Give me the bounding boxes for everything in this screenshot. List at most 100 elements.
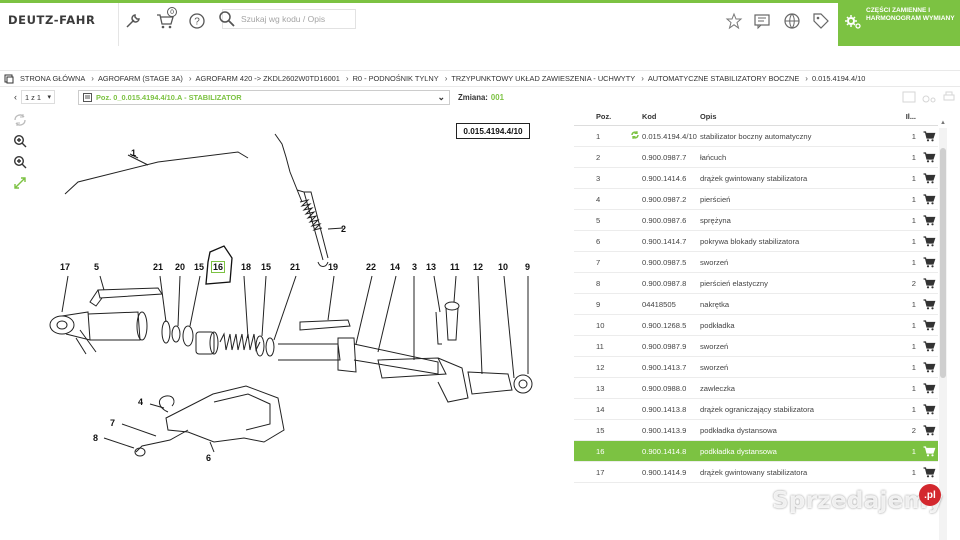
scroll-up-icon[interactable]: ▲	[940, 120, 946, 126]
tag-icon[interactable]	[810, 9, 832, 33]
breadcrumb-subgroup[interactable]: TRZYPUNKTOWY UKŁAD ZAWIESZENIA - UCHWYTY	[451, 74, 636, 83]
callout-1[interactable]: 1	[131, 148, 137, 158]
callout-16-highlighted[interactable]: 16	[211, 261, 226, 273]
callout-15b[interactable]: 15	[261, 262, 272, 272]
callout-11[interactable]: 11	[450, 262, 460, 272]
callout-6[interactable]: 6	[206, 453, 212, 463]
tractor-icon[interactable]	[922, 91, 936, 103]
add-to-cart-icon[interactable]	[920, 235, 938, 247]
message-icon[interactable]	[751, 9, 773, 33]
add-to-cart-icon[interactable]	[920, 403, 938, 415]
cell-opis: podkładka	[700, 320, 735, 330]
favorite-star-icon[interactable]	[723, 9, 745, 33]
callout-8[interactable]: 8	[93, 433, 99, 443]
chevron-left-icon[interactable]: ‹	[14, 92, 17, 102]
fit-screen-icon[interactable]	[12, 175, 28, 191]
col-kod[interactable]: Kod	[642, 112, 657, 121]
scroll-thumb[interactable]	[940, 148, 946, 378]
save-icon[interactable]	[902, 91, 916, 103]
callout-14[interactable]: 14	[390, 262, 401, 272]
callout-13[interactable]: 13	[426, 262, 437, 272]
cell-opis: drążek gwintowany stabilizatora	[700, 173, 808, 183]
page-dropdown[interactable]: 1 z 1 ▾	[21, 90, 55, 104]
wrench-icon[interactable]	[121, 9, 145, 33]
callout-15[interactable]: 15	[194, 262, 205, 272]
zoom-out-icon[interactable]	[12, 154, 28, 170]
cart-icon[interactable]: 0	[154, 7, 178, 33]
callout-10[interactable]: 10	[498, 262, 509, 272]
add-to-cart-icon[interactable]	[920, 214, 938, 226]
search-input[interactable]	[222, 9, 356, 29]
print-icon[interactable]	[942, 91, 956, 103]
add-to-cart-icon[interactable]	[920, 193, 938, 205]
add-to-cart-icon[interactable]	[920, 382, 938, 394]
breadcrumb-home[interactable]: STRONA GŁÓWNA	[20, 74, 86, 83]
add-to-cart-icon[interactable]	[920, 466, 938, 478]
callout-18[interactable]: 18	[241, 262, 252, 272]
col-pos[interactable]: Poz.	[596, 112, 612, 121]
chevron-right-icon: ›	[444, 74, 448, 83]
callout-12[interactable]: 12	[473, 262, 484, 272]
parts-schedule-menu[interactable]: CZĘŚCI ZAMIENNE I HARMONOGRAM WYMIANY	[838, 3, 960, 46]
callout-5[interactable]: 5	[94, 262, 100, 272]
brand-logo[interactable]: DEUTZ-FAHR	[8, 13, 96, 27]
search-icon[interactable]	[218, 10, 236, 28]
add-to-cart-icon[interactable]	[920, 298, 938, 310]
rotate-icon[interactable]	[12, 112, 28, 128]
callout-22[interactable]: 22	[366, 262, 377, 272]
cell-il: 1	[911, 152, 916, 162]
breadcrumb-model[interactable]: AGROFARM 420 -> ZKDL2602W0TD16001	[195, 74, 340, 83]
callout-20[interactable]: 20	[175, 262, 186, 272]
position-select[interactable]: Poz. 0_0.015.4194.4/10.A - STABILIZATOR …	[78, 90, 450, 105]
cell-il: 1	[911, 299, 916, 309]
callout-4[interactable]: 4	[138, 397, 144, 407]
callout-19[interactable]: 19	[328, 262, 339, 272]
add-to-cart-icon[interactable]	[920, 361, 938, 373]
add-to-cart-icon[interactable]	[920, 172, 938, 184]
add-to-cart-icon[interactable]	[920, 424, 938, 436]
col-opis[interactable]: Opis	[700, 112, 717, 121]
add-to-cart-icon[interactable]	[920, 340, 938, 352]
col-il[interactable]: Il...	[905, 112, 916, 121]
callout-3[interactable]: 3	[412, 262, 418, 272]
table-scrollbar[interactable]	[939, 128, 947, 540]
callout-21[interactable]: 21	[153, 262, 164, 272]
add-to-cart-icon[interactable]	[920, 130, 938, 142]
cell-kod-wrap: 0.900.1414.9	[630, 468, 700, 477]
callout-7[interactable]: 7	[110, 418, 116, 428]
add-to-cart-icon[interactable]	[920, 319, 938, 331]
callout-21b[interactable]: 21	[290, 262, 301, 272]
breadcrumb-series[interactable]: AGROFARM (STAGE 3A)	[97, 74, 183, 83]
globe-icon[interactable]	[781, 9, 803, 33]
add-to-cart-icon[interactable]	[920, 256, 938, 268]
callout-2[interactable]: 2	[341, 224, 347, 234]
callout-17[interactable]: 17	[60, 262, 71, 272]
help-icon[interactable]: ?	[185, 9, 209, 33]
breadcrumb-section[interactable]: AUTOMATYCZNE STABILIZATORY BOCZNE	[647, 74, 800, 83]
breadcrumb-group[interactable]: R0 - PODNOŚNIK TYLNY	[352, 74, 439, 83]
add-to-cart-icon[interactable]	[920, 277, 938, 289]
add-to-cart-icon[interactable]	[920, 151, 938, 163]
cell-kod-wrap: 0.900.1414.8	[630, 447, 700, 456]
callout-9[interactable]: 9	[525, 262, 531, 272]
exploded-diagram[interactable]	[38, 112, 558, 472]
zoom-in-icon[interactable]	[12, 133, 28, 149]
add-to-cart-icon[interactable]	[920, 445, 938, 457]
